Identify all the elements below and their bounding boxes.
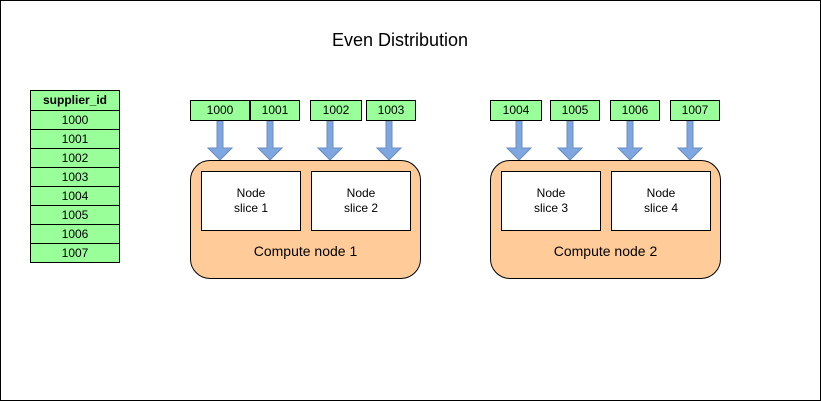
down-arrow-icon xyxy=(556,120,584,161)
compute-node-2: Node slice 3 Node slice 4 Compute node 2 xyxy=(490,160,721,279)
slice-label-line1: Node xyxy=(536,186,566,200)
down-arrow-icon xyxy=(505,120,533,161)
slice-label-line1: Node xyxy=(646,186,676,200)
id-box-1003: 1003 xyxy=(366,100,416,121)
down-arrow-icon xyxy=(256,120,284,161)
table-row: 1007 xyxy=(30,243,120,263)
down-arrow-icon xyxy=(375,120,403,161)
table-row: 1002 xyxy=(30,148,120,168)
diagram-title: Even Distribution xyxy=(331,30,469,50)
compute-node-label: Compute node 2 xyxy=(553,243,658,259)
node-slice-3: Node slice 3 xyxy=(501,171,601,231)
down-arrow-icon xyxy=(616,120,644,161)
node-slice-1: Node slice 1 xyxy=(201,171,301,231)
table-row: 1006 xyxy=(30,224,120,244)
id-box-1006: 1006 xyxy=(610,100,660,121)
slice-label-line2: slice 2 xyxy=(343,201,378,215)
id-box-1001: 1001 xyxy=(250,100,300,121)
id-box-1005: 1005 xyxy=(550,100,600,121)
down-arrow-icon xyxy=(316,120,344,161)
down-arrow-icon xyxy=(676,120,704,161)
supplier-id-table: supplier_id 1000 1001 1002 1003 1004 100… xyxy=(30,90,120,263)
slice-label-line2: slice 4 xyxy=(643,201,678,215)
slice-label-line1: Node xyxy=(236,186,266,200)
id-box-1004: 1004 xyxy=(490,100,542,121)
down-arrow-icon xyxy=(206,120,234,161)
id-box-1007: 1007 xyxy=(670,100,720,121)
node-slice-4: Node slice 4 xyxy=(611,171,711,231)
id-box-1002: 1002 xyxy=(310,100,362,121)
compute-node-label: Compute node 1 xyxy=(253,243,358,259)
slice-label-line2: slice 1 xyxy=(233,201,268,215)
node-slice-2: Node slice 2 xyxy=(311,171,411,231)
slice-label-line1: Node xyxy=(346,186,376,200)
slice-label-line2: slice 3 xyxy=(533,201,568,215)
compute-node-1: Node slice 1 Node slice 2 Compute node 1 xyxy=(190,160,421,279)
id-box-1000: 1000 xyxy=(190,100,250,121)
